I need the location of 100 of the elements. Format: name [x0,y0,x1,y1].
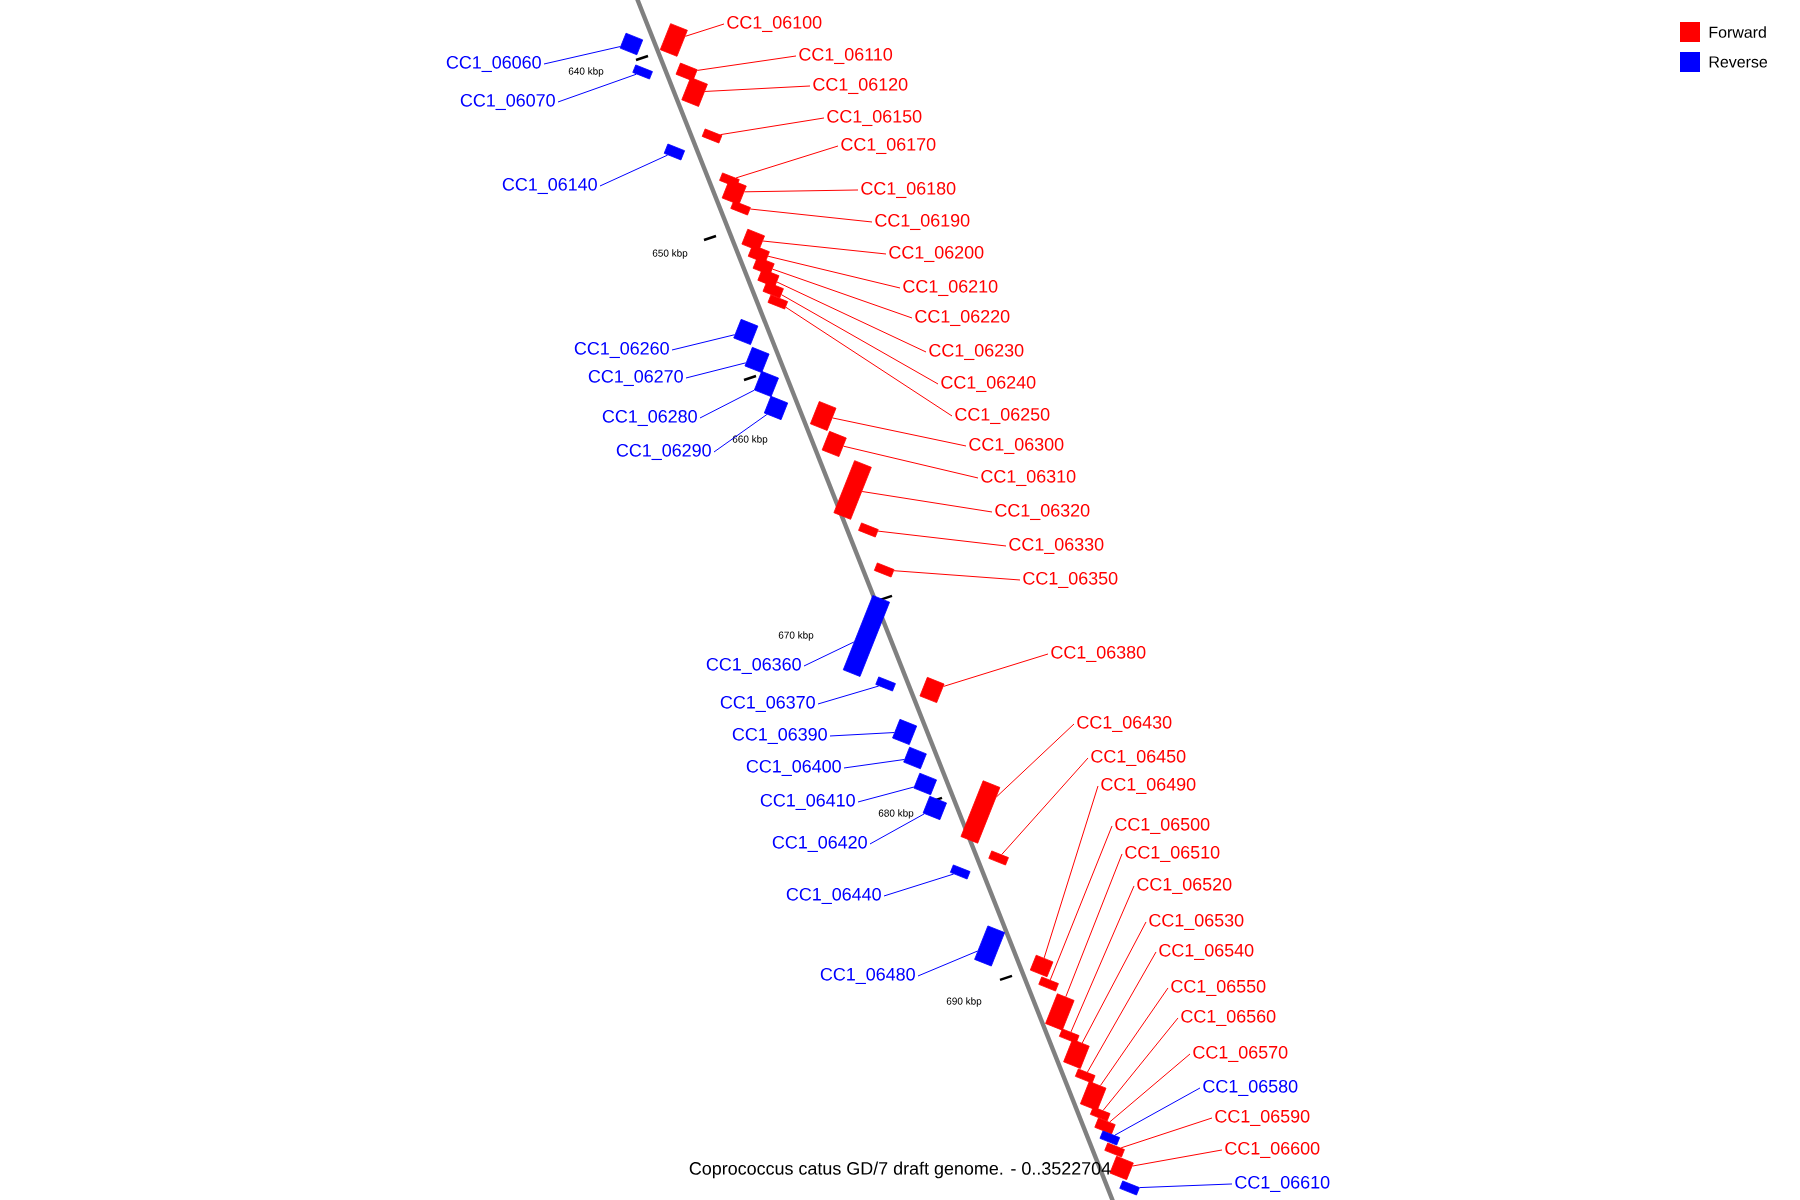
gene-block [752,256,775,276]
gene-block [659,23,688,57]
caption: Coprococcus catus GD/7 draft genome. - 0..3522704 [689,1161,1111,1179]
gene-label: CC1_06490 [1101,777,1196,795]
gene-label: CC1_06210 [903,279,998,297]
gene-label: CC1_06110 [799,47,893,65]
leader-line [1099,987,1169,1086]
gene-block [919,676,945,703]
gene-label: CC1_06370 [720,695,815,713]
gene-block [913,772,937,796]
leader-line [917,950,978,977]
gene-label: CC1_06240 [941,375,1036,393]
gene-label: CC1_06310 [981,469,1076,487]
gene-block [949,864,971,880]
gene-label: CC1_06550 [1171,979,1266,997]
gene-label: CC1_06060 [446,55,541,73]
leader-line [684,23,725,37]
gene-label: CC1_06270 [588,369,683,387]
gene-block [675,62,698,82]
leader-line [720,117,825,136]
leader-line [767,255,901,289]
gene-block [681,77,708,107]
gene-label: CC1_06480 [820,967,915,985]
leader-line [743,189,859,193]
gene-label: CC1_06540 [1159,943,1254,961]
gene-block [632,64,653,80]
leader-line [861,491,993,513]
leader-line [1132,1149,1223,1167]
gene-block [1094,1117,1116,1135]
leader-line [785,306,953,417]
gene-label: CC1_06440 [786,887,881,905]
leader-line [877,530,1007,547]
gene-label: CC1_06520 [1137,877,1232,895]
gene-block [833,460,872,520]
gene-label: CC1_06610 [1235,1175,1330,1193]
gene-block [1029,954,1054,978]
gene-label: CC1_06250 [955,407,1050,425]
gene-block [875,676,896,692]
gene-block [741,228,765,252]
leader-line [1043,785,1099,959]
gene-label: CC1_06500 [1115,817,1210,835]
gene-block [730,200,751,216]
gene-label: CC1_06510 [1125,845,1220,863]
gene-label: CC1_06360 [706,657,801,675]
leader-line [832,417,967,447]
gene-block [1038,976,1059,992]
gene-label: CC1_06530 [1149,913,1244,931]
gene-label: CC1_06330 [1009,537,1104,555]
gene-label: CC1_06420 [772,835,867,853]
gene-label: CC1_06590 [1215,1109,1310,1127]
gene-block [1119,1180,1140,1196]
leader-line [869,813,925,845]
leader-line [699,389,755,419]
gene-block [1104,1142,1125,1158]
leader-line [772,268,913,319]
leader-line [599,154,669,187]
gene-label: CC1_06300 [969,437,1064,455]
gene-label: CC1_06560 [1181,1009,1276,1027]
gene-label: CC1_06290 [616,443,711,461]
gene-label: CC1_06180 [861,181,956,199]
leader-line [943,653,1049,687]
gene-label: CC1_06430 [1077,715,1172,733]
gene-label: CC1_06350 [1023,571,1118,589]
gene-block [873,562,895,578]
leader-line [883,873,955,897]
leader-line [857,786,915,803]
gene-block [810,401,837,431]
gene-block [747,244,770,264]
leader-line [1102,1017,1179,1111]
leader-line [776,281,927,353]
leader-line [696,55,797,71]
leader-line [803,641,855,667]
gene-label: CC1_06380 [1051,645,1146,663]
gene-label: CC1_06170 [841,137,936,155]
leader-line [1120,1117,1213,1149]
gene-label: CC1_06150 [827,109,922,127]
gene-block [821,430,847,457]
gene-block [988,850,1009,866]
leader-line [842,445,979,479]
gene-label: CC1_06410 [760,793,855,811]
gene-block [903,746,927,770]
gene-block [733,318,759,345]
gene-label: CC1_06280 [602,409,697,427]
gene-block [960,780,1001,844]
gene-block [701,128,723,144]
gene-block [892,718,918,745]
leader-line [843,759,905,769]
gene-block [744,346,770,373]
leader-line [713,413,768,453]
leader-line [762,240,887,255]
gene-block [663,143,685,161]
leader-line [704,85,811,92]
leader-line [749,208,873,223]
gene-label: CC1_06140 [502,177,597,195]
leader-line [1086,951,1157,1073]
gene-block [763,395,789,421]
gene-block [974,925,1006,967]
gene-block [842,595,890,677]
leader-line [1081,921,1147,1044]
gene-block [1089,1106,1111,1122]
